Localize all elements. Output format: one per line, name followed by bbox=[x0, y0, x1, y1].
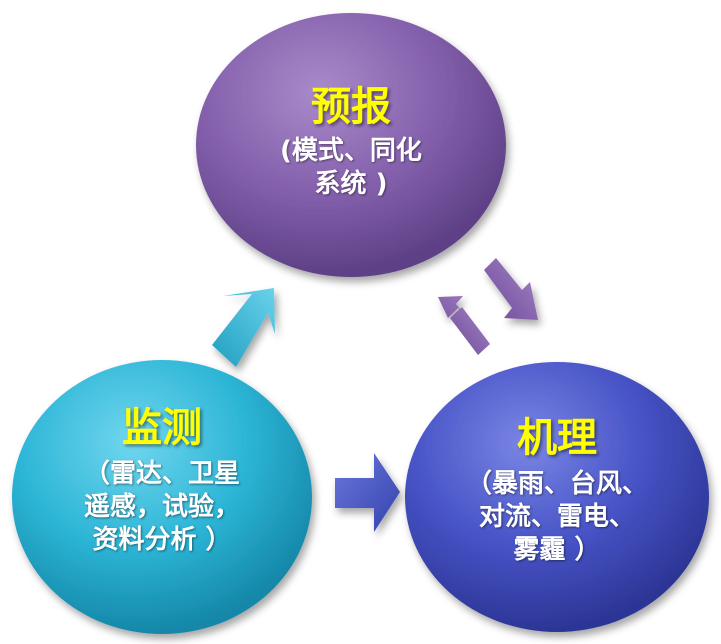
arrow-monitoring-to-forecast bbox=[212, 288, 275, 367]
arrow-forecast-to-mechanism bbox=[484, 258, 538, 320]
forecast-text: 预报 (模式、同化 系统 ) bbox=[236, 83, 466, 201]
forecast-line-1: (模式、同化 bbox=[280, 136, 422, 166]
mechanism-line-1: （暴雨、台风、 bbox=[465, 469, 648, 499]
monitoring-node bbox=[12, 360, 312, 634]
mechanism-text: 机理 （暴雨、台风、 对流、雷电、 雾霾 ） bbox=[432, 414, 682, 567]
mechanism-node bbox=[405, 362, 709, 632]
mechanism-line-3: 雾霾 ） bbox=[513, 535, 601, 565]
monitoring-text: 监测 （雷达、卫星 遥感，试验， 资料分析 ） bbox=[42, 404, 282, 557]
arrow-mechanism-to-forecast-body bbox=[450, 307, 490, 355]
monitoring-line-2: 遥感，试验， bbox=[83, 492, 240, 522]
arrow-monitoring-to-mechanism bbox=[335, 453, 400, 532]
monitoring-line-1: （雷达、卫星 bbox=[83, 459, 240, 489]
arrow-mechanism-to-forecast bbox=[438, 296, 485, 342]
monitoring-line-3: 资料分析 ） bbox=[92, 525, 232, 555]
monitoring-title: 监测 bbox=[122, 405, 202, 451]
mechanism-line-2: 对流、雷电、 bbox=[478, 502, 635, 532]
forecast-line-2: 系统 ) bbox=[314, 169, 388, 199]
forecast-title: 预报 bbox=[311, 84, 391, 130]
forecast-node bbox=[196, 13, 506, 277]
mechanism-title: 机理 bbox=[517, 415, 597, 461]
